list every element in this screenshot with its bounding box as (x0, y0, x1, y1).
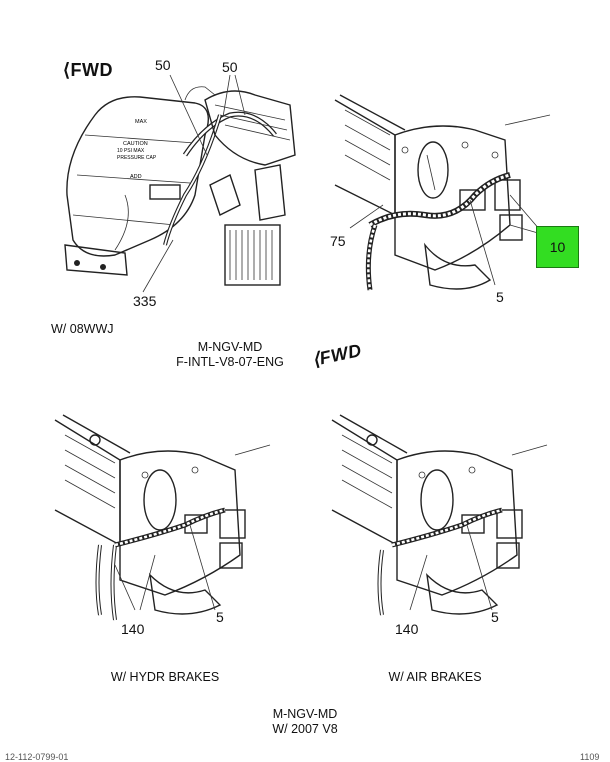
reservoir-psi-text: 10 PSI MAX (117, 148, 145, 154)
callout-5-top: 5 (496, 289, 504, 305)
callout-5-hydr: 5 (216, 609, 224, 625)
reservoir-cap-text: PRESSURE CAP (117, 155, 157, 161)
top-caption-model: M-NGV-MD (197, 340, 263, 354)
frame-harness-illustration-top (334, 94, 551, 291)
callout-50-right: 50 (222, 59, 238, 75)
caption-air-brakes: W/ AIR BRAKES (388, 670, 482, 684)
callout-10-label: 10 (549, 239, 566, 255)
caption-hydr-brakes: W/ HYDR BRAKES (110, 670, 220, 684)
coolant-reservoir-illustration: MAX CAUTION 10 PSI MAX PRESSURE CAP ADD (64, 74, 296, 293)
callout-5-air: 5 (491, 609, 499, 625)
bottom-caption: M-NGV-MD W/ 2007 V8 (230, 707, 380, 737)
note-08wwj: W/ 08WWJ (51, 322, 114, 336)
frame-harness-illustration-hydr (54, 414, 271, 621)
frame-harness-illustration-air (331, 414, 548, 616)
callout-335: 335 (133, 293, 157, 309)
callout-50-left: 50 (155, 57, 171, 73)
reservoir-add-text: ADD (130, 174, 142, 180)
reservoir-caution-text: CAUTION (123, 141, 148, 147)
fwd-indicator-top: ⟨FWD (63, 60, 114, 80)
bottom-caption-model: M-NGV-MD (272, 707, 338, 721)
top-caption: M-NGV-MD F-INTL-V8-07-ENG (155, 340, 305, 370)
callout-10-highlight[interactable]: 10 (536, 226, 579, 268)
fwd-arrow-icon: ⟨ (63, 60, 71, 80)
callout-75: 75 (330, 233, 346, 249)
top-caption-engine: F-INTL-V8-07-ENG (176, 355, 284, 369)
footer-left: 12-112-0799-01 (5, 752, 69, 762)
callout-140-air: 140 (395, 621, 419, 637)
bottom-caption-engine: W/ 2007 V8 (272, 722, 338, 736)
callout-140-hydr: 140 (121, 621, 145, 637)
footer-right: 1109 (580, 752, 600, 762)
reservoir-max-text: MAX (135, 119, 147, 125)
fwd-indicator-center: ⟨FWD (310, 340, 364, 370)
